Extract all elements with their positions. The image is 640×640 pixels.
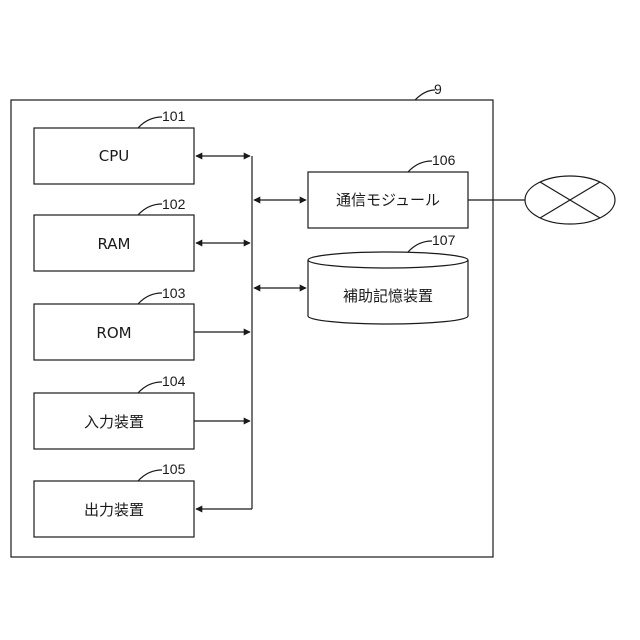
auxiliary-storage-ref-number: 107 — [432, 232, 456, 248]
communication-module-ref-number: 106 — [432, 152, 456, 168]
auxiliary-storage-label: 補助記憶装置 — [343, 287, 433, 305]
device-ref-number: 9 — [434, 81, 442, 97]
cpu-label: CPU — [99, 147, 130, 165]
ram-label: RAM — [97, 235, 130, 253]
device-ref-leader — [415, 90, 435, 100]
rom-ref-number: 103 — [162, 285, 186, 301]
communication-module-label: 通信モジュール — [336, 191, 440, 209]
network-icon — [525, 176, 615, 224]
cpu-ref-number: 101 — [162, 108, 186, 124]
output-device-label: 出力装置 — [84, 501, 144, 519]
ram-ref-number: 102 — [162, 196, 186, 212]
input-device-ref-number: 104 — [162, 373, 186, 389]
output-device-ref-number: 105 — [162, 461, 186, 477]
rom-label: ROM — [96, 324, 131, 342]
input-device-label: 入力装置 — [84, 413, 144, 431]
